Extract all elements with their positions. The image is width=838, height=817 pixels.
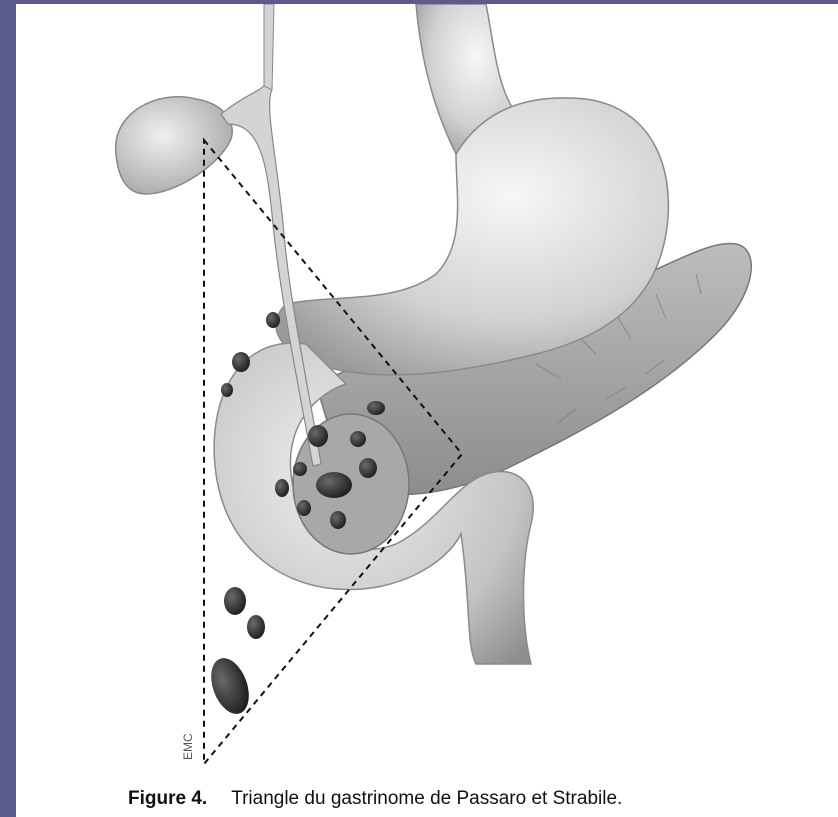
nodule xyxy=(247,615,265,639)
nodule xyxy=(266,312,280,328)
figure-page: EMC Figure 4. Triangle du gastrinome de P… xyxy=(16,4,838,817)
figure-caption: Figure 4. Triangle du gastrinome de Passa… xyxy=(128,788,828,810)
figure-label: Figure 4. xyxy=(128,788,207,809)
artist-signature: EMC xyxy=(181,733,195,760)
nodule xyxy=(330,511,346,529)
nodule xyxy=(232,352,250,372)
hepatic-duct xyxy=(264,4,274,90)
nodule xyxy=(204,653,256,719)
nodule xyxy=(297,500,311,516)
nodule xyxy=(293,462,307,476)
nodule xyxy=(367,401,385,415)
nodule xyxy=(316,472,352,498)
nodule xyxy=(275,479,289,497)
anatomical-illustration: EMC xyxy=(16,4,838,774)
nodule xyxy=(221,383,233,397)
nodule xyxy=(224,587,246,615)
gallbladder xyxy=(116,97,233,194)
nodule xyxy=(350,431,366,447)
nodule xyxy=(359,458,377,478)
figure-caption-text: Triangle du gastrinome de Passaro et Str… xyxy=(231,788,622,809)
nodule xyxy=(308,425,328,447)
